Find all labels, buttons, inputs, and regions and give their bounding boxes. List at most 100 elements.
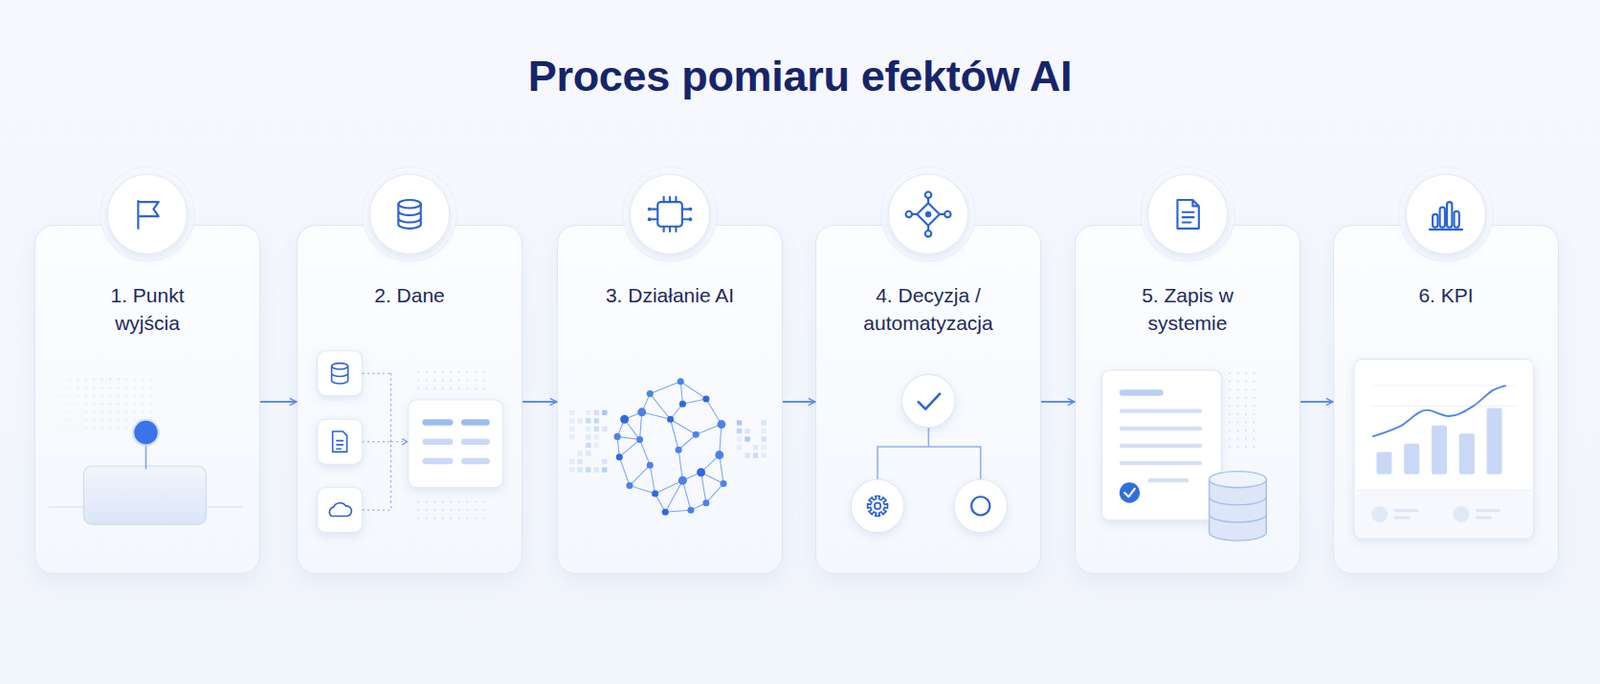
icon-circle [1405, 174, 1486, 254]
grid-dot [141, 395, 144, 398]
step-card: 6. KPI [1333, 224, 1559, 575]
document-line [1119, 444, 1202, 448]
grid-dot [1228, 429, 1231, 432]
icon-circle [1148, 174, 1228, 254]
grid-dot [60, 386, 63, 389]
gear-icon [867, 495, 889, 516]
grid-dot [1253, 388, 1256, 391]
step-card: 1. Punkt wyjścia [34, 224, 261, 575]
grid-dot [60, 395, 63, 398]
step-card: 2. Dane [296, 224, 523, 575]
network-link [649, 394, 670, 421]
diagram-title: Proces pomiaru efektów AI [0, 51, 1600, 102]
check-mark [918, 394, 940, 410]
option-ring [971, 496, 990, 515]
small-arrow [401, 439, 407, 445]
grid-dot [133, 395, 136, 398]
database-ring [1209, 496, 1267, 506]
grid-dot [425, 387, 428, 390]
grid-dot [433, 501, 436, 504]
grid-dot [1236, 413, 1239, 416]
network-node [646, 390, 654, 398]
bar-icon [1432, 214, 1438, 228]
network-link [670, 403, 684, 420]
grid-dot [92, 395, 95, 398]
table-cell [461, 419, 490, 425]
grid-dot [466, 517, 468, 520]
grid-dot [474, 509, 477, 512]
step-label: 4. Decyzja / automatyzacja [856, 281, 1000, 337]
grid-dot [458, 371, 461, 374]
database-body [1209, 479, 1267, 541]
pixel-square [585, 466, 591, 472]
grid-dot [109, 427, 112, 430]
network-link [649, 381, 681, 395]
network-link [719, 455, 724, 485]
decision-icon-dot [925, 230, 932, 237]
network-link [619, 440, 640, 458]
pixel-square [594, 443, 600, 448]
grid-dot [449, 509, 452, 512]
grid-dot [85, 378, 88, 381]
grid-dot [417, 387, 420, 390]
pixel-square [601, 466, 607, 472]
grid-dot [67, 427, 70, 430]
grid-dot [1253, 397, 1256, 400]
option-circle [954, 479, 1007, 533]
chart-gridline [1372, 405, 1515, 407]
pixel-square [585, 443, 591, 448]
grid-dot [117, 427, 120, 430]
panel-footer [1355, 491, 1534, 538]
grid-dot [85, 395, 88, 398]
chip-pin-end [647, 217, 652, 222]
dashed-link [362, 510, 392, 512]
grid-dot [442, 501, 445, 504]
flow-arrow [260, 400, 297, 403]
source-box [317, 351, 363, 397]
grid-dot [466, 379, 468, 382]
grid-dot [1253, 372, 1256, 375]
icon-glyph [137, 200, 158, 229]
legend-dot [1452, 506, 1469, 523]
grid-dot [442, 379, 445, 382]
grid-dot [1244, 380, 1247, 383]
database-ring [1209, 513, 1267, 523]
network-link [640, 440, 651, 467]
grid-dot [1228, 445, 1231, 448]
grid-dot [101, 378, 104, 381]
grid-dot [1244, 438, 1247, 441]
grid-dot [1253, 421, 1256, 423]
grid-dot [101, 402, 104, 405]
grid-dot [85, 419, 88, 422]
network-link [629, 486, 656, 495]
grid-dot [1228, 404, 1231, 407]
pixel-square [594, 466, 600, 472]
network-node [677, 377, 685, 385]
grid-dot [76, 419, 79, 422]
grid-dot [442, 509, 445, 512]
pixel-square [760, 420, 766, 425]
network-link [642, 394, 651, 413]
grid-dot [449, 517, 452, 520]
pixel-square [594, 410, 600, 416]
network-link [665, 480, 683, 512]
grid-dot [141, 386, 144, 389]
pixel-square [736, 436, 742, 442]
grid-dot [85, 411, 88, 414]
grid-dot [1253, 438, 1256, 441]
step-icon [881, 167, 976, 262]
step-label: 1. Punkt wyjścia [93, 281, 201, 337]
step-icon [1140, 167, 1235, 262]
table-cell [422, 419, 453, 425]
grid-dot [76, 395, 79, 398]
document-line [1148, 478, 1190, 483]
pixel-square [594, 418, 600, 423]
grid-dot [141, 419, 144, 422]
grid-dot [109, 419, 112, 422]
grid-dot [458, 387, 461, 390]
network-link [701, 472, 707, 504]
network-node [675, 446, 683, 454]
network-link [670, 419, 680, 450]
chart-bar [1431, 425, 1447, 475]
grid-dot [482, 517, 485, 520]
